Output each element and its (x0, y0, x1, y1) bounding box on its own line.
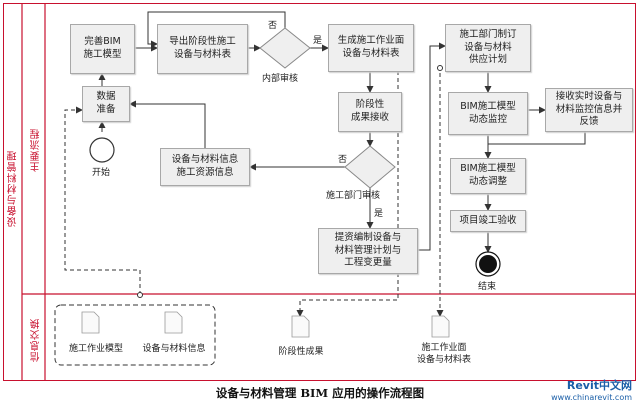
decision1-no-label: 否 (268, 21, 278, 31)
lane-info-exchange: 信息交换 (31, 318, 42, 362)
doc-work-model: 施工作业模型 (68, 344, 123, 354)
start-label: 开始 (92, 168, 111, 178)
doc-workface-table: 施工作业面 设备与材料表 (416, 343, 471, 366)
process-receive-realtime-info: 接收实时设备与 材料监控信息并 反馈 (545, 88, 633, 132)
process-dynamic-monitor: BIM施工模型 动态监控 (448, 92, 528, 135)
lane-equipment-material: 设备与材料管理 (8, 150, 19, 227)
process-supply-plan: 施工部门制订 设备与材料 供应计划 (445, 24, 531, 72)
process-project-acceptance: 项目竣工验收 (450, 210, 526, 232)
end-label: 结束 (478, 282, 497, 292)
decision2-yes-label: 是 (374, 209, 384, 219)
process-dynamic-adjust: BIM施工模型 动态调整 (450, 158, 526, 194)
watermark-brand: Revit中文网 (566, 379, 632, 393)
process-resource-info: 设备与材料信息 施工资源信息 (160, 148, 250, 186)
decision-internal-review-label: 内部审核 (262, 74, 299, 84)
decision2-no-label: 否 (338, 155, 348, 165)
diagram-frame (3, 3, 636, 381)
watermark: Revit中文网 www.chinarevit.com (551, 379, 632, 402)
process-generate-workface-table: 生成施工作业面 设备与材料表 (328, 24, 414, 72)
doc-equip-material-info: 设备与材料信息 (142, 344, 206, 354)
process-improve-bim-model: 完善BIM 施工模型 (70, 24, 135, 74)
figure-caption: 设备与材料管理 BIM 应用的操作流程图 (215, 386, 425, 400)
process-data-preparation: 数据 准备 (82, 86, 130, 122)
doc-stage-result: 阶段性成果 (278, 347, 324, 357)
lane-main-process: 主要流程 (31, 128, 42, 172)
process-prepare-plan: 提资编制设备与 材料管理计划与 工程变更量 (318, 228, 418, 274)
decision-dept-review-label: 施工部门审核 (326, 191, 381, 201)
watermark-url: www.chinarevit.com (551, 392, 632, 402)
decision1-yes-label: 是 (313, 36, 323, 46)
process-export-stage-table: 导出阶段性施工 设备与材料表 (157, 24, 248, 74)
process-stage-result-accept: 阶段性 成果接收 (338, 92, 402, 132)
